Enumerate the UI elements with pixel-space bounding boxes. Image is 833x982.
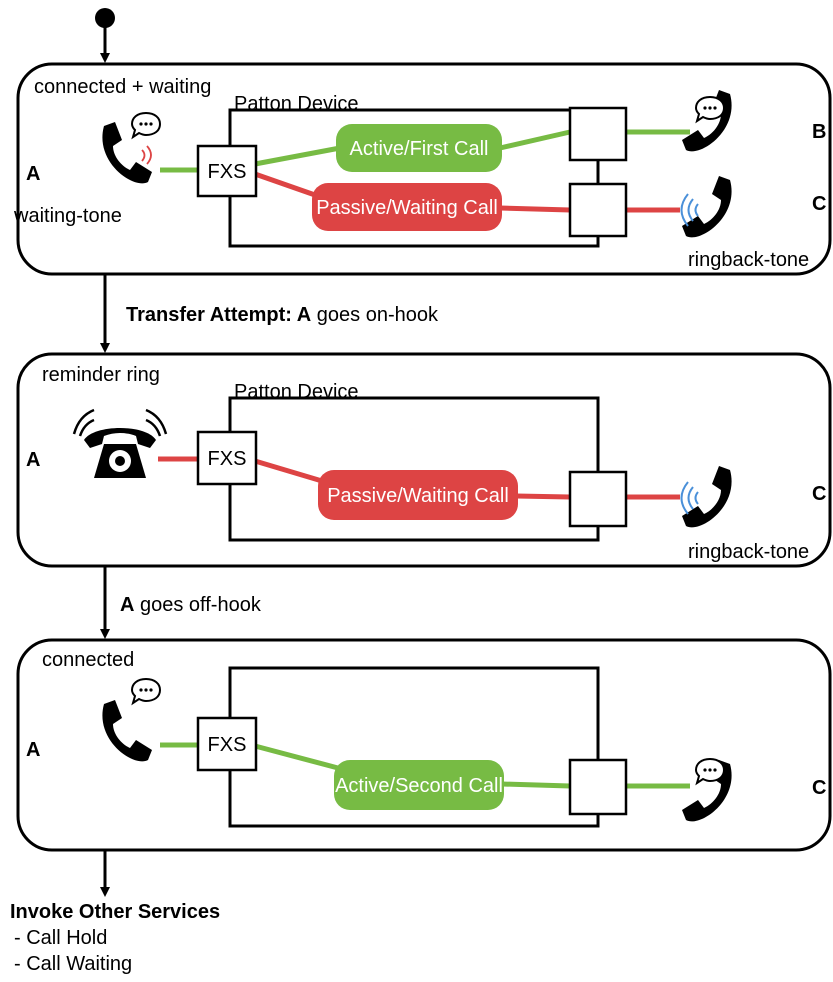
passive-call-line: [254, 458, 323, 484]
fxs-port: [196, 430, 258, 486]
state-reminder-ring: reminder ring Patton Device A C Passive/…: [16, 352, 832, 568]
sip-port-b: [568, 106, 628, 162]
state-title: connected: [42, 649, 134, 671]
fxs-label: FXS: [208, 734, 247, 756]
footer-item-call-waiting: - Call Waiting: [14, 953, 132, 975]
speech-bubble-icon: [695, 758, 725, 784]
ringback-tone-label: ringback-tone: [688, 249, 809, 271]
passive-call-line: [499, 205, 571, 213]
transition-on-hook: Transfer Attempt: A goes on-hook: [126, 304, 439, 326]
party-a-label: A: [26, 163, 40, 185]
device-label: Patton Device: [234, 93, 359, 115]
fxs-port: [196, 144, 258, 198]
passive-call-line: [254, 171, 316, 198]
party-a-label: A: [26, 739, 40, 761]
fxs-label: FXS: [208, 448, 247, 470]
party-b-label: B: [812, 121, 826, 143]
speech-bubble-icon: [695, 96, 725, 122]
passive-call-label: Passive/Waiting Call: [316, 197, 498, 219]
sip-port-c: [568, 758, 628, 816]
active-call-line: [499, 129, 571, 151]
active-call-label: Active/Second Call: [335, 775, 503, 797]
passive-call-pill: [318, 470, 518, 520]
ringing-waves-icon: [680, 193, 699, 227]
footer-title: Invoke Other Services: [10, 901, 220, 923]
party-c-label: C: [812, 777, 826, 799]
ringback-tone-label: ringback-tone: [688, 541, 809, 563]
state-connected: connected A C Active/Second Call FXS: [16, 638, 832, 852]
fxs-port: [196, 716, 258, 772]
state-title: connected + waiting: [34, 76, 211, 98]
party-a-label: A: [26, 449, 40, 471]
active-call-pill: [334, 760, 504, 810]
ringing-waves-icon: [680, 481, 699, 515]
sip-port-c: [568, 182, 628, 238]
passive-call-line: [515, 493, 571, 500]
party-c-label: C: [812, 193, 826, 215]
sip-port-c: [568, 470, 628, 528]
footer-item-call-hold: - Call Hold: [14, 927, 107, 949]
speech-bubble-icon: [131, 678, 161, 704]
device-label: Patton Device: [234, 381, 359, 403]
fxs-label: FXS: [208, 161, 247, 183]
active-call-label: Active/First Call: [350, 138, 489, 160]
passive-call-pill: [312, 183, 502, 231]
initial-state-dot-icon: [95, 8, 115, 28]
active-call-line: [501, 781, 571, 789]
active-call-pill: [336, 124, 502, 172]
ringing-waves-icon: [141, 145, 152, 165]
desk-phone-ringing-icon: [72, 408, 168, 478]
active-call-line: [254, 145, 341, 167]
waiting-tone-label: waiting-tone: [13, 205, 122, 227]
state-title: reminder ring: [42, 364, 160, 386]
passive-call-label: Passive/Waiting Call: [327, 485, 509, 507]
active-call-line: [254, 743, 339, 771]
state-connected-waiting: connected + waiting Patton Device A B C …: [13, 62, 832, 276]
transition-off-hook: A goes off-hook: [120, 594, 262, 616]
party-c-label: C: [812, 483, 826, 505]
speech-bubble-icon: [131, 112, 161, 138]
